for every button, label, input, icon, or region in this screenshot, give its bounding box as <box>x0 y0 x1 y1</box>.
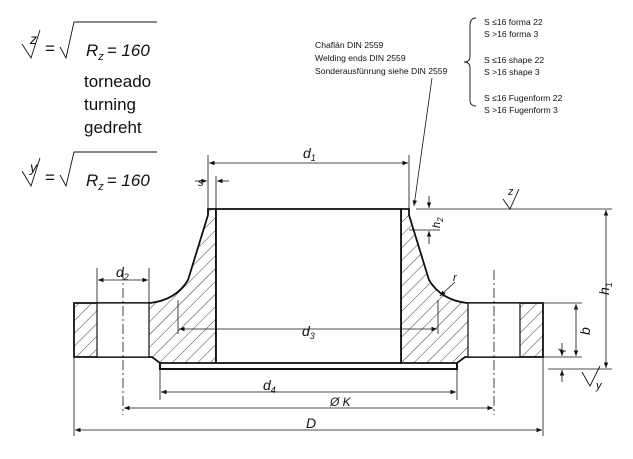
s-label: s <box>198 177 204 189</box>
surface-finish-check-icon <box>21 29 41 60</box>
surface-finish-z-value: Rz= 160 <box>86 41 150 63</box>
finish-word-de: gedreht <box>84 118 142 137</box>
bevel-note-fugenform-3: S >16 Fugenform 3 <box>484 105 558 115</box>
weld-note-en: Welding ends DIN 2559 <box>315 53 406 63</box>
bevel-note-fugenform-22: S ≤16 Fugenform 22 <box>484 93 563 103</box>
surface-finish-y-equals: = <box>45 168 55 187</box>
weld-note-es: Chaflán DIN 2559 <box>315 40 384 50</box>
raised-face <box>159 363 458 370</box>
weld-note-de: Sonderausfünrung siehe DIN 2559 <box>315 66 448 76</box>
d1-label: d1 <box>303 145 316 163</box>
finish-z-check-icon <box>502 188 520 210</box>
finish-word-es: torneado <box>84 72 151 91</box>
h1-label: h1 <box>596 282 614 295</box>
d4-label: d4 <box>263 377 276 395</box>
surface-finish-z: z = Rz= 160 <box>21 21 157 63</box>
surface-finish-y-value: Rz= 160 <box>86 171 150 193</box>
finish-y-marker-label: y <box>595 380 603 392</box>
surface-finish-y-letter: y <box>29 159 38 175</box>
d3-label: d3 <box>302 323 315 341</box>
bevel-note-forma-22: S ≤16 forma 22 <box>484 17 543 27</box>
surface-finish-z-letter: z <box>29 31 37 47</box>
d2-label: d2 <box>116 264 129 282</box>
finish-word-en: turning <box>84 95 136 114</box>
root-sign-icon <box>59 21 157 60</box>
r-leader <box>439 281 456 297</box>
root-sign-icon <box>59 151 157 188</box>
finish-y-check-icon <box>581 365 601 387</box>
flange-bore <box>215 208 402 364</box>
bevel-notes-brace <box>463 17 477 107</box>
f-label: f <box>558 348 569 352</box>
bevel-note-shape-22: S ≤16 shape 22 <box>484 55 544 65</box>
bevel-note-forma-3: S >16 forma 3 <box>484 29 538 39</box>
b-label: b <box>577 327 593 335</box>
h2-label: h2 <box>431 217 445 228</box>
r-label: r <box>453 272 458 284</box>
k-label: Ø K <box>329 395 352 409</box>
surface-finish-z-equals: = <box>45 39 55 58</box>
d-label: D <box>306 415 316 431</box>
finish-z-marker-label: z <box>507 186 514 198</box>
surface-finish-y: y = Rz= 160 <box>21 151 157 193</box>
bevel-note-shape-3: S >16 shape 3 <box>484 67 540 77</box>
surface-finish-check-icon <box>21 157 41 188</box>
weld-leader-arrow <box>412 77 433 207</box>
